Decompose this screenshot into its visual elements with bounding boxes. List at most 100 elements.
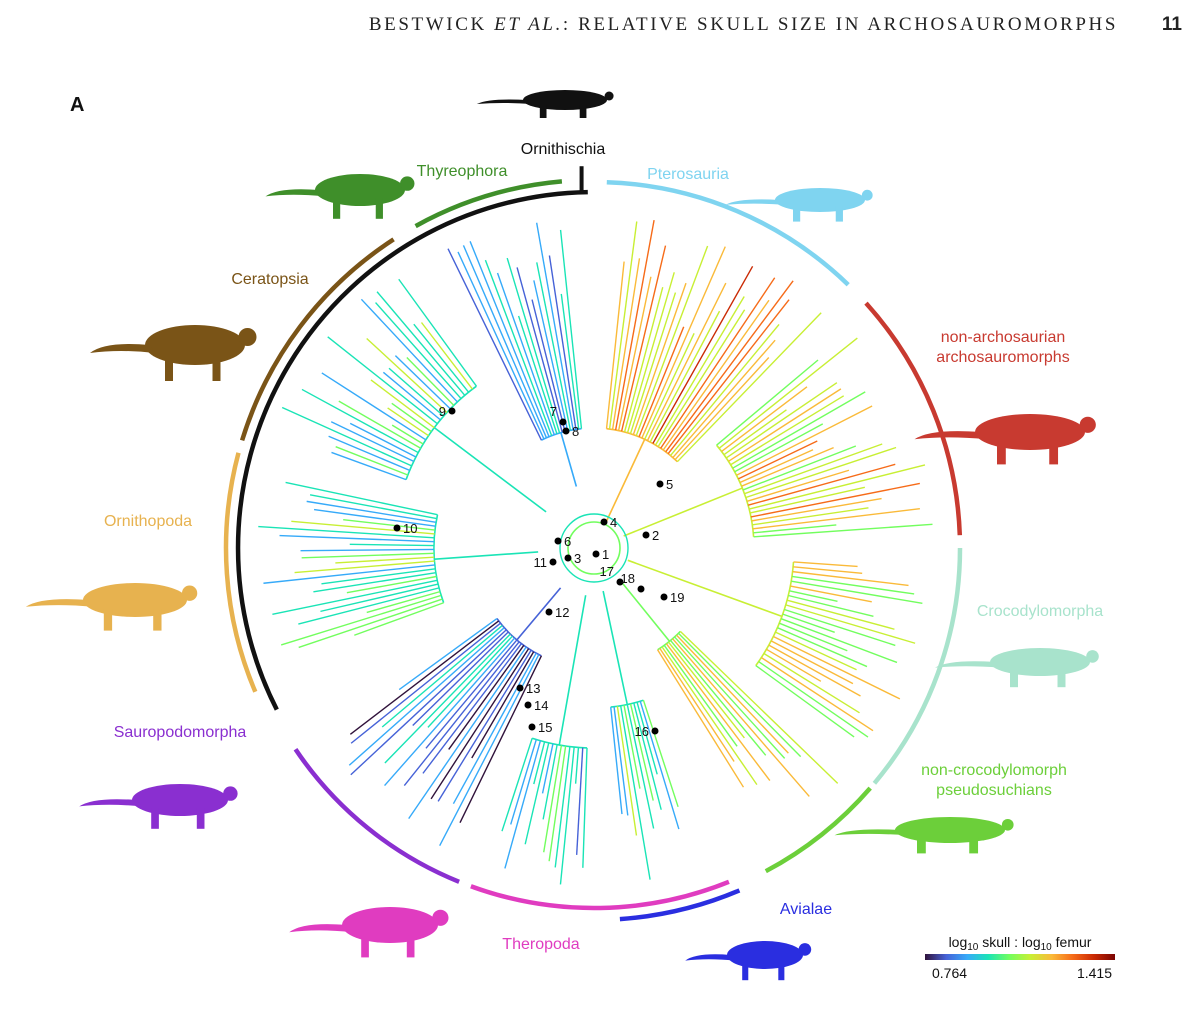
node-label-7: 7 <box>550 404 557 419</box>
tree-tip-branch <box>742 445 857 491</box>
clade-arc-avialae <box>619 888 741 922</box>
ornithopod-silhouette-icon <box>25 583 198 631</box>
tree-root-ring <box>567 521 621 575</box>
tree-tip-branch <box>281 406 412 467</box>
tree-tip-branch <box>633 702 662 810</box>
clade-label-thyreophora: Thyreophora <box>417 163 508 180</box>
tree-tip-branch <box>448 644 525 750</box>
running-title: BESTWICK ET AL.: RELATIVE SKULL SIZE IN … <box>369 14 1118 36</box>
tree-tip-branch <box>739 449 814 484</box>
tree-tip-branch <box>542 744 558 820</box>
tree-tip-branch <box>321 372 427 441</box>
tree-tip-branch <box>457 251 545 440</box>
tree-tip-branch <box>751 497 882 522</box>
tree-tip-branch <box>535 222 574 430</box>
clade-arc-ornithischia <box>235 189 588 711</box>
tree-tip-branch <box>313 508 436 527</box>
tree-tip-branch <box>746 469 850 502</box>
ceratopsian-silhouette-icon <box>90 325 257 381</box>
tree-branch <box>715 444 755 537</box>
tree-tip-branch <box>749 464 926 510</box>
clade-arc-pterosauria <box>606 179 850 287</box>
tree-tip-branch <box>348 627 505 766</box>
tree-tip-branch <box>779 622 848 652</box>
tree-tip-branch <box>635 245 709 436</box>
archosauromorph-silhouette-icon <box>914 414 1096 465</box>
tree-tip-branch <box>793 561 858 568</box>
tree-tip-branch <box>320 583 439 613</box>
tree-tip-branch <box>718 337 858 449</box>
pseudosuchian-silhouette-icon <box>834 817 1014 854</box>
node-label-19: 19 <box>670 590 684 605</box>
tree-branch <box>627 559 783 618</box>
clade-label-avialae: Avialae <box>780 901 832 918</box>
tree-tip-branch <box>280 594 442 646</box>
node-dot <box>651 727 659 735</box>
tree-tip-branch <box>641 246 726 439</box>
tree-tip-branch <box>335 446 409 476</box>
node-dot <box>549 558 557 566</box>
tree-tip-branch <box>775 631 857 671</box>
tree-tip-branch <box>614 219 655 431</box>
tree-tip-branch <box>387 407 429 437</box>
tree-tip-branch <box>313 571 437 593</box>
tree-tip-branch <box>301 552 435 559</box>
tree-tip-branch <box>298 587 440 625</box>
tree-tip-branch <box>626 704 655 829</box>
tree-tip-branch <box>427 635 513 728</box>
tree-tip-branch <box>291 520 435 535</box>
tree-tip-branch <box>644 333 695 440</box>
node-dot <box>660 593 668 601</box>
tree-tip-branch <box>506 257 561 434</box>
tree-tip-branch <box>669 323 780 457</box>
tree-tip-branch <box>770 640 854 685</box>
tree-tip-branch <box>626 272 675 433</box>
tree-branch <box>602 590 629 705</box>
tree-tip-branch <box>370 379 435 429</box>
tree-tip-branch <box>734 423 824 473</box>
tree-tip-branch <box>752 507 920 530</box>
tree-tip-branch <box>462 245 548 439</box>
clade-label-sauropodomorpha: Sauropodomorpha <box>114 724 247 741</box>
tree-tip-branch <box>617 276 652 431</box>
tree-tip-branch <box>388 367 445 417</box>
tree-branch <box>560 432 578 487</box>
node-label-1: 1 <box>602 547 609 562</box>
tree-tip-branch <box>559 229 583 429</box>
tree-tip-branch <box>554 746 571 868</box>
tree-tip-branch <box>730 395 845 466</box>
node-dot <box>516 684 524 692</box>
tree-tip-branch <box>298 598 443 649</box>
tree-tip-branch <box>623 287 664 433</box>
tree-tip-branch <box>777 627 868 668</box>
tree-tip-branch <box>574 747 580 784</box>
clade-arc-crocodylomorpha <box>872 547 963 785</box>
tree-tip-branch <box>665 280 794 453</box>
tree-tip-branch <box>721 386 808 453</box>
tree-branch <box>606 427 678 463</box>
tree-tip-branch <box>676 634 789 754</box>
tree-tip-branch <box>780 618 898 664</box>
tree-tip-branch <box>788 594 874 617</box>
tree-tip-branch <box>496 272 555 435</box>
tree-tip-branch <box>619 705 651 880</box>
tree-tip-branch <box>753 524 837 534</box>
node-label-2: 2 <box>652 528 659 543</box>
node-dot <box>564 554 572 562</box>
tree-tip-branch <box>294 560 435 574</box>
tree-tip-branch <box>350 629 507 776</box>
tree-tip-branch <box>346 575 437 594</box>
clade-label-pterosauria: Pterosauria <box>647 166 729 183</box>
tree-tip-branch <box>321 568 436 585</box>
node-dot <box>656 480 664 488</box>
tree-tip-branch <box>745 446 897 499</box>
tree-tip-branch <box>430 648 530 800</box>
tree-tip-branch <box>425 639 518 749</box>
phylogenetic-tree <box>258 219 933 885</box>
tree-tip-branch <box>723 409 787 456</box>
clade-label-theropoda: Theropoda <box>502 936 579 953</box>
tree-branch <box>618 578 671 642</box>
tree-tip-branch <box>789 590 838 602</box>
